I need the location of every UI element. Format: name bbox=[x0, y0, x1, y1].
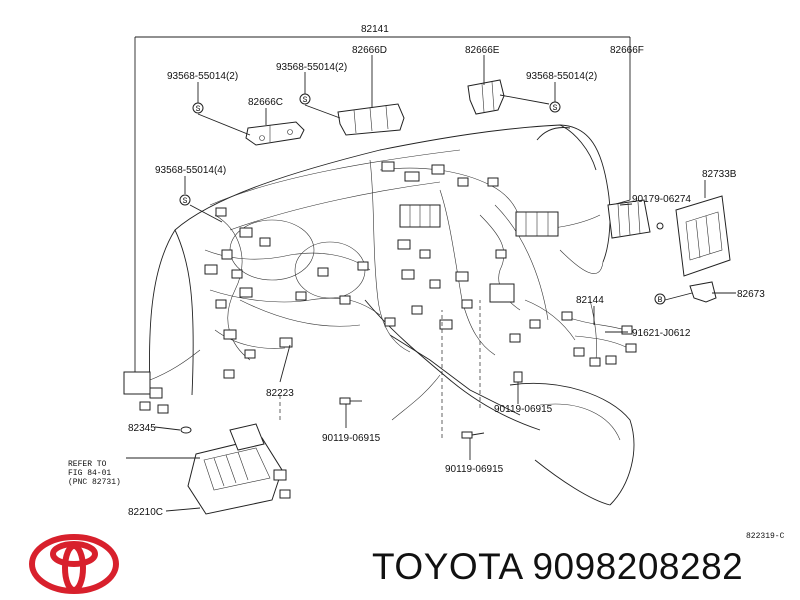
diagram-id: 822319-C bbox=[746, 532, 785, 541]
refer-line-2: FIG 84-01 bbox=[68, 469, 111, 478]
callout-93568-tm: 93568-55014(2) bbox=[276, 62, 347, 73]
callout-93568-tr: 93568-55014(2) bbox=[526, 71, 597, 82]
callout-90179: 90179-06274 bbox=[632, 194, 691, 205]
callout-82210C: 82210C bbox=[128, 507, 163, 518]
bolt-left bbox=[339, 397, 362, 405]
callout-labels: 82141 82666D 82666E 82666F 93568-55014(2… bbox=[68, 24, 785, 541]
s-marker-icon: S bbox=[549, 101, 561, 113]
callout-82144: 82144 bbox=[576, 295, 604, 306]
refer-line-1: REFER TO bbox=[68, 460, 107, 469]
refer-line-3: (PNC 82731) bbox=[68, 478, 121, 487]
callout-82673: 82673 bbox=[737, 289, 765, 300]
callout-93568-ml: 93568-55014(4) bbox=[155, 165, 226, 176]
s-marker-icon: S bbox=[192, 102, 204, 114]
bolt-right bbox=[513, 371, 523, 394]
fastener-markers: S S S S B bbox=[179, 93, 666, 305]
relay-block bbox=[607, 199, 664, 239]
svg-text:B: B bbox=[658, 296, 663, 305]
callout-82666E: 82666E bbox=[465, 45, 500, 56]
s-marker-icon: S bbox=[299, 93, 311, 105]
callout-82345: 82345 bbox=[128, 423, 156, 434]
bracket-82141 bbox=[134, 36, 631, 378]
callout-90119-right: 90119-06915 bbox=[494, 404, 553, 415]
bracket-82666D bbox=[337, 103, 405, 136]
svg-text:S: S bbox=[196, 105, 201, 114]
brand-part-number: TOYOTA 9098208282 bbox=[372, 546, 744, 587]
callout-82666F: 82666F bbox=[610, 45, 644, 56]
junction-block-82733B bbox=[675, 195, 731, 277]
bolts bbox=[339, 371, 523, 439]
bracket-82666C bbox=[245, 121, 305, 146]
toyota-logo-icon bbox=[29, 534, 119, 594]
svg-text:S: S bbox=[303, 96, 308, 105]
svg-text:S: S bbox=[183, 197, 188, 206]
callout-90119-bottom: 90119-06915 bbox=[445, 464, 504, 475]
b-marker-icon: B bbox=[654, 293, 666, 305]
callout-93568-tl: 93568-55014(2) bbox=[167, 71, 238, 82]
callout-82141: 82141 bbox=[361, 24, 389, 35]
ecu-82210C bbox=[180, 423, 291, 515]
callout-82733B: 82733B bbox=[702, 169, 737, 180]
callout-82666C: 82666C bbox=[248, 97, 283, 108]
sub-harness-82144 bbox=[561, 299, 637, 367]
svg-text:S: S bbox=[553, 104, 558, 113]
bracket-82666E bbox=[467, 79, 505, 115]
callout-82666D: 82666D bbox=[352, 45, 387, 56]
callout-91621: 91621-J0612 bbox=[632, 328, 691, 339]
callout-90119-left: 90119-06915 bbox=[322, 433, 381, 444]
harness-connectors bbox=[123, 161, 559, 414]
callout-82223: 82223 bbox=[266, 388, 294, 399]
bolt-bottom bbox=[461, 431, 485, 439]
s-marker-icon: S bbox=[179, 194, 191, 206]
harness-wires bbox=[149, 159, 601, 421]
bracket-82673 bbox=[689, 281, 717, 303]
leader-lines bbox=[126, 55, 736, 512]
